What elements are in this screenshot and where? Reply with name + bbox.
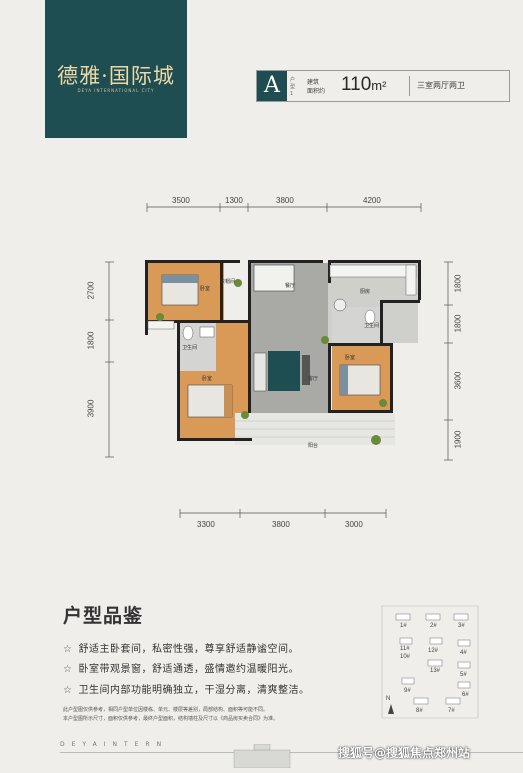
plant — [156, 313, 164, 321]
label-bathroom-1: 卫生间 — [182, 344, 197, 351]
dim-left-3: 3900 — [86, 399, 96, 418]
feature-item-1: ☆ 舒适主卧套间，私密性强，尊享舒适静谧空间。 — [63, 640, 299, 655]
plant — [321, 336, 329, 344]
building-8: 8# — [416, 708, 423, 714]
building-5: 5# — [460, 672, 467, 678]
label-bedroom-2: 卧室 — [202, 375, 212, 382]
layout-type: 三室两厅两卫 — [417, 81, 465, 90]
dim-left-2: 1800 — [86, 331, 96, 350]
wash-basin — [199, 326, 215, 338]
area-unit: m² — [371, 78, 387, 93]
dim-right-1: 1800 — [453, 274, 463, 293]
building-7: 7# — [448, 708, 455, 714]
building-13: 13# — [430, 668, 441, 674]
disclaimer-note-1: 此户型图仅供参考，相同户型单位因楼栋、单元、楼层等差别，局部结构、面积等可能不同… — [63, 707, 269, 713]
bed-3-pillow — [340, 365, 348, 395]
plant — [371, 435, 381, 445]
dining-table — [253, 264, 295, 292]
label-bathroom-2: 卫生间 — [364, 322, 379, 329]
brand-logo-panel: 德雅·国际城 DEYA INTERNATIONAL CITY — [45, 0, 187, 138]
area-label-line-2: 面积约 — [307, 88, 326, 95]
unit-letter-sub: 户型 1 — [290, 77, 296, 97]
floor-plan: 卧室 衣帽间 餐厅 厨房 卫生间 卫生间 客厅 卧室 卧室 阳台 — [145, 260, 421, 449]
kitchen-sink — [333, 298, 347, 312]
building-4: 4# — [460, 650, 467, 656]
plant — [234, 279, 242, 287]
unit-header: A 户型 1 建筑 面积约 110m² 三室两厅两卫 — [256, 70, 510, 102]
feature-text-1: 舒适主卧套间，私密性强，尊享舒适静谧空间。 — [78, 644, 299, 655]
toilet — [182, 325, 194, 341]
site-plan: 1# 2# 3# 11# 10# 12# 4# 13# 5# 9# 6# 8# … — [381, 605, 479, 719]
dim-top-2: 1300 — [225, 196, 243, 205]
living-rug — [268, 351, 300, 391]
plant — [241, 411, 249, 419]
building-6: 6# — [462, 692, 469, 698]
dim-bottom-1: 3300 — [197, 520, 215, 529]
fridge — [405, 264, 417, 296]
label-dining: 餐厅 — [285, 282, 295, 289]
star-icon: ☆ — [63, 685, 73, 696]
tv-cabinet — [302, 355, 310, 385]
dim-top-3: 3800 — [276, 196, 294, 205]
footer-brand-text: DEYAINTERN — [60, 741, 169, 748]
label-living: 客厅 — [308, 375, 318, 382]
dim-bottom-2: 3800 — [272, 520, 290, 529]
label-walkin: 衣帽间 — [220, 278, 235, 285]
feature-item-3: ☆ 卫生间内部功能明确独立，干湿分离，清爽整洁。 — [63, 681, 309, 696]
site-boundary — [381, 605, 479, 719]
disclaimer-note-2: 本户型图所示尺寸，面积仅供参考，最终户型面积，结构墙柱及尺寸以《商品房买卖合同》… — [63, 716, 279, 722]
dim-left-1: 2700 — [86, 281, 96, 300]
dim-top-4: 4200 — [363, 196, 381, 205]
brand-logo-name: 德雅·国际城 — [57, 64, 175, 88]
building-11: 11# — [400, 646, 410, 652]
bed-2-pillow — [224, 385, 232, 417]
north-arrow-icon — [388, 704, 394, 714]
building-10: 10# — [400, 654, 411, 660]
label-balcony: 阳台 — [308, 442, 318, 449]
north-label: N — [386, 696, 390, 702]
building-9: 9# — [404, 688, 411, 694]
dim-bottom-3: 3000 — [345, 520, 363, 529]
star-icon: ☆ — [63, 644, 73, 655]
watermark: 搜狐号@搜狐焦点郑州站 — [338, 746, 471, 760]
feature-text-2: 卧室带观景窗，舒适通透，盛情邀约温暖阳光。 — [78, 664, 299, 675]
sofa — [253, 352, 267, 392]
footer-line — [60, 752, 523, 753]
bathtub — [147, 320, 175, 330]
building-1: 1# — [400, 623, 407, 629]
building-12: 12# — [428, 648, 439, 654]
unit-letter: A — [257, 71, 287, 101]
label-kitchen: 厨房 — [360, 288, 370, 295]
building-2: 2# — [430, 623, 437, 629]
area-value: 110m² — [341, 74, 386, 96]
toilet-2 — [364, 309, 376, 325]
dim-right-3: 3600 — [453, 371, 463, 390]
star-icon: ☆ — [63, 664, 73, 675]
master-bed-pillow — [162, 275, 198, 283]
dim-right-4: 1900 — [453, 430, 463, 449]
plant — [379, 399, 387, 407]
header-divider — [409, 76, 410, 96]
building-illustration — [233, 744, 291, 768]
area-label-line-1: 建筑 — [307, 79, 320, 86]
dim-top-1: 3500 — [172, 196, 190, 205]
section-title: 户型品鉴 — [63, 605, 144, 627]
building-3: 3# — [458, 623, 465, 629]
area-number: 110 — [341, 74, 372, 95]
feature-item-2: ☆ 卧室带观景窗，舒适通透，盛情邀约温暖阳光。 — [63, 660, 299, 675]
feature-text-3: 卫生间内部功能明确独立，干湿分离，清爽整洁。 — [78, 685, 310, 696]
area-label: 建筑 面积约 — [307, 78, 325, 96]
dim-right-2: 1800 — [453, 314, 463, 333]
kitchen-counter — [329, 264, 417, 278]
label-bedroom-3: 卧室 — [345, 354, 355, 361]
brand-logo-subtitle: DEYA INTERNATIONAL CITY — [77, 88, 155, 93]
label-master-bedroom: 卧室 — [200, 285, 210, 292]
